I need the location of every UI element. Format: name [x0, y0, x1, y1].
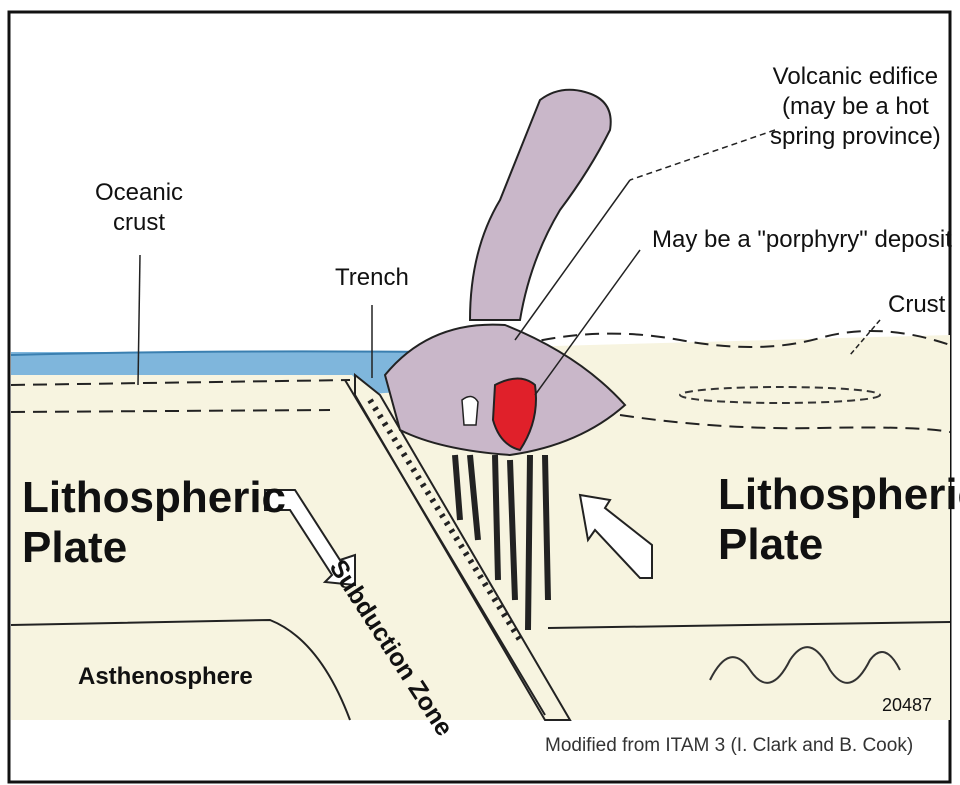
- label-asthenosphere: Asthenosphere: [78, 662, 253, 692]
- label-volcanic-edifice-line2: (may be a hot: [770, 92, 941, 122]
- label-lithospheric-plate-right: Lithospheric Plate: [718, 470, 960, 570]
- label-oceanic-crust-line1: Oceanic: [95, 178, 183, 208]
- label-trench: Trench: [335, 263, 409, 293]
- label-volcanic-edifice-line1: Volcanic edifice: [770, 62, 941, 92]
- label-volcanic-edifice: Volcanic edifice (may be a hot spring pr…: [770, 62, 941, 152]
- label-oceanic-crust-line2: crust: [95, 208, 183, 238]
- label-crust: Crust: [888, 290, 945, 320]
- label-lithospheric-left-line2: Plate: [22, 523, 286, 573]
- label-oceanic-crust: Oceanic crust: [95, 178, 183, 238]
- label-porphyry: May be a "porphyry" deposit: [652, 225, 952, 255]
- label-lithospheric-plate-left: Lithospheric Plate: [22, 473, 286, 573]
- label-volcanic-edifice-line3: spring province): [770, 122, 941, 152]
- label-figure-number: 20487: [882, 690, 932, 720]
- label-credit: Modified from ITAM 3 (I. Clark and B. Co…: [545, 735, 913, 757]
- label-lithospheric-left-line1: Lithospheric: [22, 473, 286, 523]
- label-lithospheric-right-line2: Plate: [718, 520, 960, 570]
- white-intrusion: [462, 396, 478, 425]
- label-lithospheric-right-line1: Lithospheric: [718, 470, 960, 520]
